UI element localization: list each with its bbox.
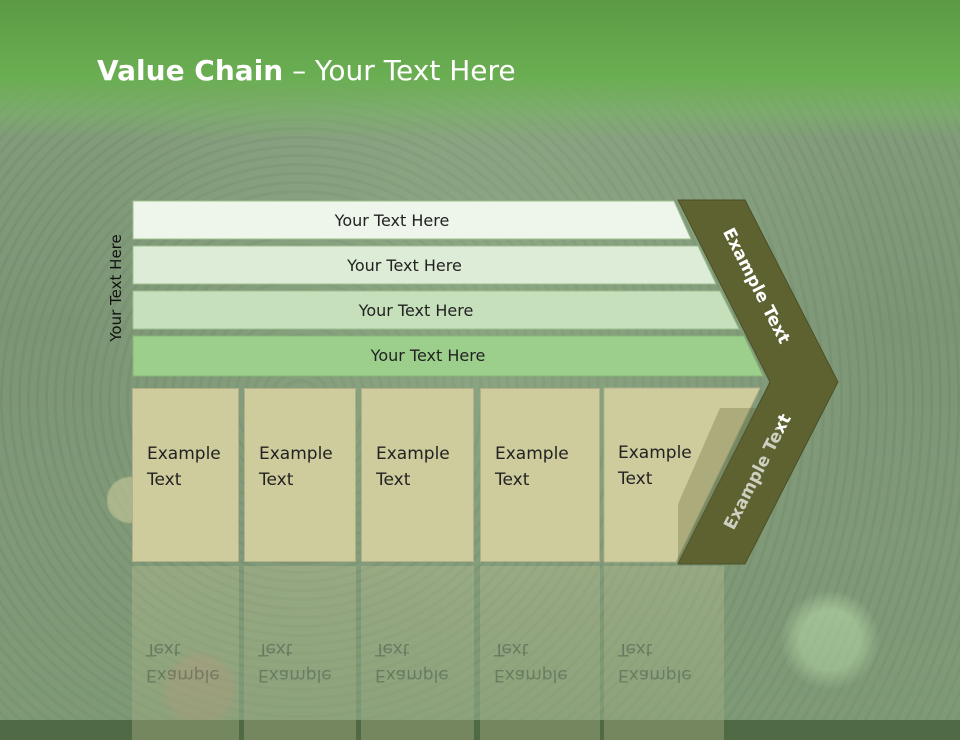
- title-bold: Value Chain: [97, 54, 284, 87]
- cell-2-line-2: Text: [259, 470, 294, 490]
- cell-3-line-2: Text: [376, 470, 411, 490]
- row-3-fill: [132, 290, 740, 330]
- activity-cell-4[interactable]: Example Text: [480, 388, 600, 562]
- row-3-label: Your Text Here: [358, 300, 474, 320]
- row-1-label: Your Text Here: [334, 210, 450, 230]
- row-2-shape: [132, 245, 717, 285]
- row-1-fill: [132, 200, 692, 240]
- activity-cell-5[interactable]: Example Text: [604, 388, 724, 562]
- activity-cell-3[interactable]: Example Text: [361, 388, 474, 562]
- cell-3-line-1: Example: [376, 444, 450, 464]
- cell-1-line-1: Example: [147, 444, 221, 464]
- margin-chevron: [677, 199, 839, 565]
- cell-5-line-1: Example: [618, 443, 692, 463]
- row-2-label: Your Text Here: [347, 255, 462, 275]
- header-band: [0, 0, 960, 140]
- row-3[interactable]: Your Text Here: [132, 290, 740, 330]
- margin-chevron-fill: [677, 199, 839, 565]
- slide-title: Value Chain – Your Text Here: [97, 54, 516, 87]
- cell-4-line-2: Text: [495, 470, 530, 490]
- row-4-shape: [132, 335, 764, 377]
- cell-1-line-2: Text: [147, 470, 182, 490]
- activity-cell-2[interactable]: Example Text: [244, 388, 356, 562]
- row-1-shape: [132, 200, 692, 240]
- row-3-shape: [132, 290, 740, 330]
- cell-4-line-1: Example: [495, 444, 569, 464]
- row-4-label: Your Text Here: [370, 345, 486, 365]
- row-2-fill: [132, 245, 717, 285]
- reflection-fade: [0, 564, 960, 720]
- activity-cell-1[interactable]: Example Text: [132, 388, 239, 562]
- row-2[interactable]: Your Text Here: [132, 245, 717, 285]
- row-4-fill: [132, 335, 764, 377]
- cell-5-line-2: Text: [618, 469, 653, 489]
- title-rest: – Your Text Here: [283, 54, 516, 87]
- cell-2-line-1: Example: [259, 444, 333, 464]
- row-4[interactable]: Your Text Here: [132, 335, 764, 377]
- row-1[interactable]: Your Text Here: [132, 200, 692, 240]
